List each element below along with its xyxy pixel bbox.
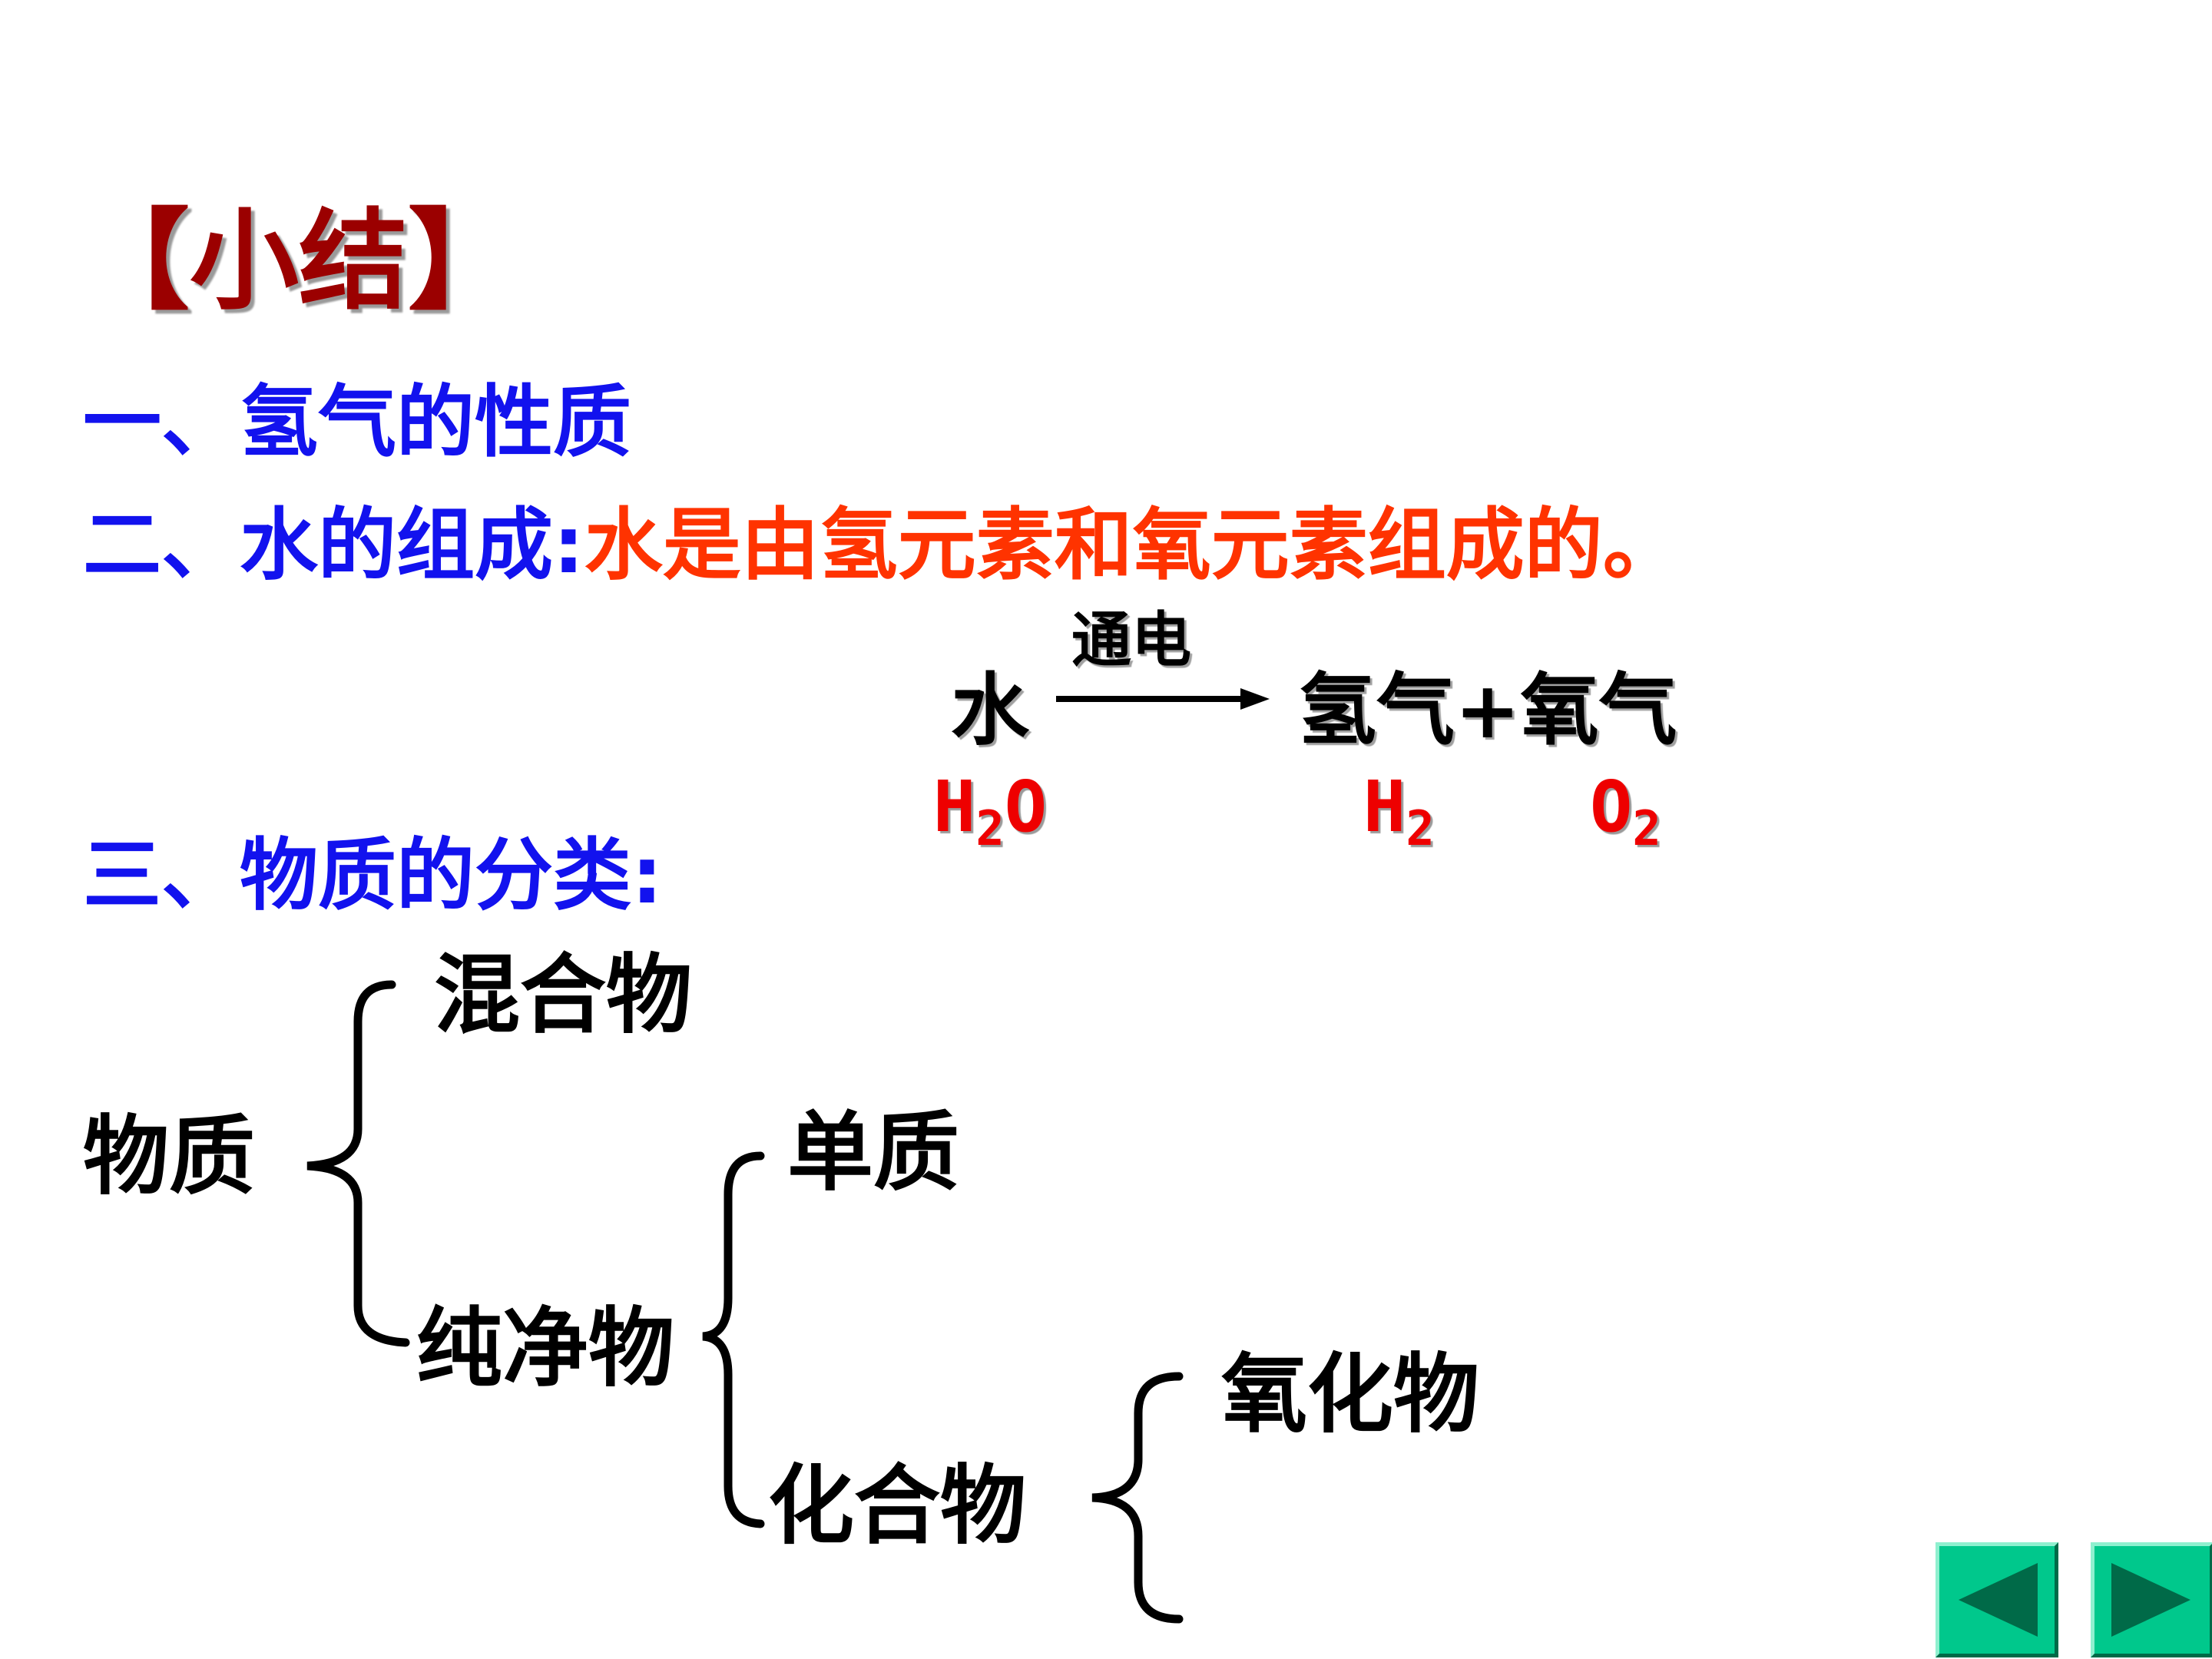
formula-oxygen: O2: [1590, 772, 1661, 853]
brace-substance: [306, 980, 410, 1347]
tree-element: 单质: [787, 1103, 959, 1203]
section-water-label: 二、水的组成:: [83, 500, 584, 591]
reaction-arrow: [1056, 688, 1270, 710]
tree-pure-substance: 纯净物: [416, 1299, 674, 1399]
triangle-right-icon: [2111, 1563, 2190, 1637]
formula-water-tail: O: [1004, 766, 1048, 848]
section-water-content: 水是由氢元素和氧元素组成的。: [584, 500, 1681, 591]
formula-hydrogen-sub: 2: [1406, 800, 1435, 856]
tree-oxide: 氧化物: [1221, 1345, 1479, 1445]
slide-title: 【小结】: [81, 198, 517, 325]
section-classification: 三、物质的分类:: [83, 830, 663, 922]
brace-compound: [1091, 1372, 1184, 1624]
formula-water: H2O: [933, 772, 1047, 853]
brace-pure-substance: [702, 1151, 765, 1528]
section-water-composition: 二、水的组成:水是由氢元素和氧元素组成的。: [83, 507, 1681, 585]
triangle-left-icon: [1959, 1563, 2038, 1637]
tree-mixture: 混合物: [434, 945, 692, 1045]
next-slide-button[interactable]: [2091, 1542, 2212, 1657]
reaction-condition: 通电: [1071, 606, 1192, 675]
formula-oxygen-sub: 2: [1632, 800, 1661, 856]
tree-compound: 化合物: [768, 1456, 1026, 1556]
reaction-reactant: 水: [951, 665, 1029, 757]
reaction-products: 氢气+氧气: [1298, 665, 1677, 757]
formula-hydrogen-base: H: [1363, 766, 1406, 848]
tree-root-substance: 物质: [83, 1107, 255, 1207]
formula-water-base: H: [933, 766, 976, 848]
prev-slide-button[interactable]: [1936, 1542, 2058, 1657]
formula-hydrogen: H2: [1363, 772, 1435, 853]
section-hydrogen-properties: 一、氢气的性质: [83, 377, 631, 469]
formula-water-sub: 2: [975, 800, 1005, 856]
formula-oxygen-base: O: [1590, 766, 1633, 848]
